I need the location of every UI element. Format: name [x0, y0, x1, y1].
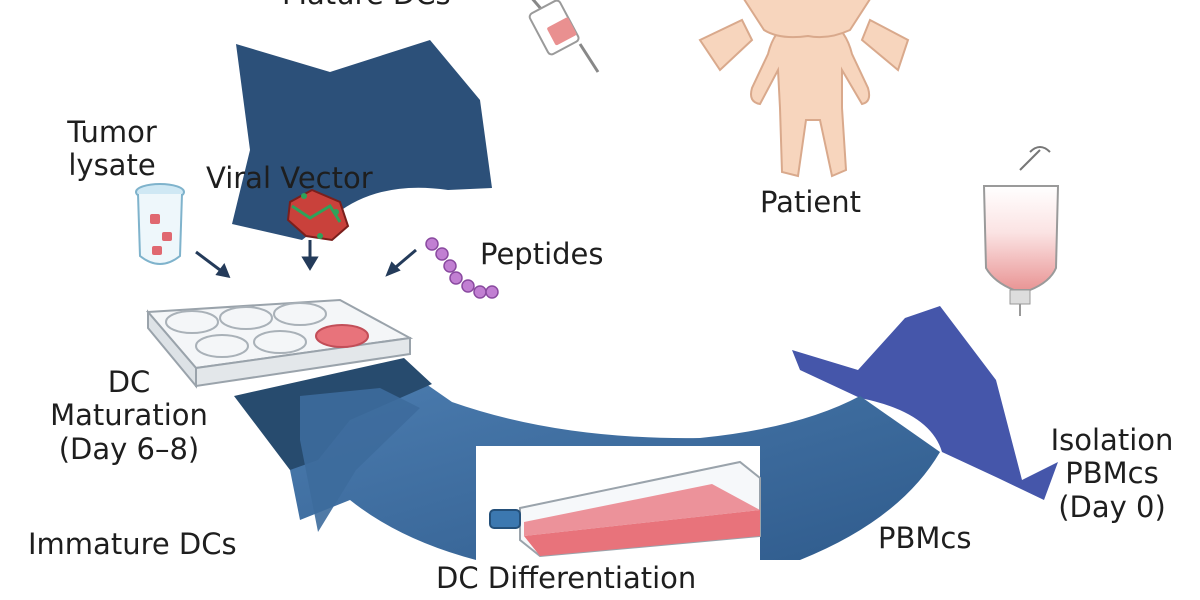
- input-arrows: [195, 240, 417, 279]
- tube-icon: [135, 183, 185, 265]
- immature-dcs-label: Immature DCs: [28, 527, 237, 561]
- viral-vector-label: Viral Vector: [206, 161, 373, 195]
- dc-maturation-line-2: Maturation: [50, 398, 208, 433]
- well-plate-icon: [145, 298, 414, 389]
- cycle-arrow-top: [232, 40, 492, 240]
- peptides-label: Peptides: [480, 237, 604, 271]
- isolation-line-1: Isolation: [1050, 423, 1174, 457]
- isolation-label: Isolation PBMcs (Day 0): [1024, 423, 1200, 524]
- patient-figure-icon: [698, 0, 910, 178]
- cycle-arrow-left-head: [300, 388, 420, 532]
- tumor-lysate-line-1: Tumor: [67, 115, 157, 149]
- cycle-arrow-right: [792, 306, 1058, 500]
- dc-maturation-label: DC Maturation (Day 6–8): [0, 365, 260, 466]
- culture-flask-icon: [476, 446, 761, 564]
- dc-differentiation-label: DC Differentiation: [436, 561, 697, 595]
- iv-bag-icon: [982, 146, 1060, 316]
- virus-icon: [286, 188, 350, 242]
- cycle-arrow-bottom: [290, 370, 940, 560]
- dc-maturation-line-1: DC: [107, 365, 151, 399]
- peptide-chain-icon: [425, 237, 499, 299]
- tumor-lysate-label: Tumor lysate: [52, 115, 172, 183]
- patient-label: Patient: [760, 185, 861, 219]
- dc-maturation-line-3: (Day 6–8): [58, 431, 200, 466]
- pbmcs-label: PBMcs: [878, 521, 972, 555]
- tumor-lysate-line-2: lysate: [68, 148, 156, 183]
- mature-dcs-label: Mature DCs: [282, 0, 451, 11]
- isolation-line-2: PBMcs: [1065, 456, 1159, 491]
- syringe-icon: [528, 0, 600, 73]
- isolation-line-3: (Day 0): [1058, 489, 1166, 524]
